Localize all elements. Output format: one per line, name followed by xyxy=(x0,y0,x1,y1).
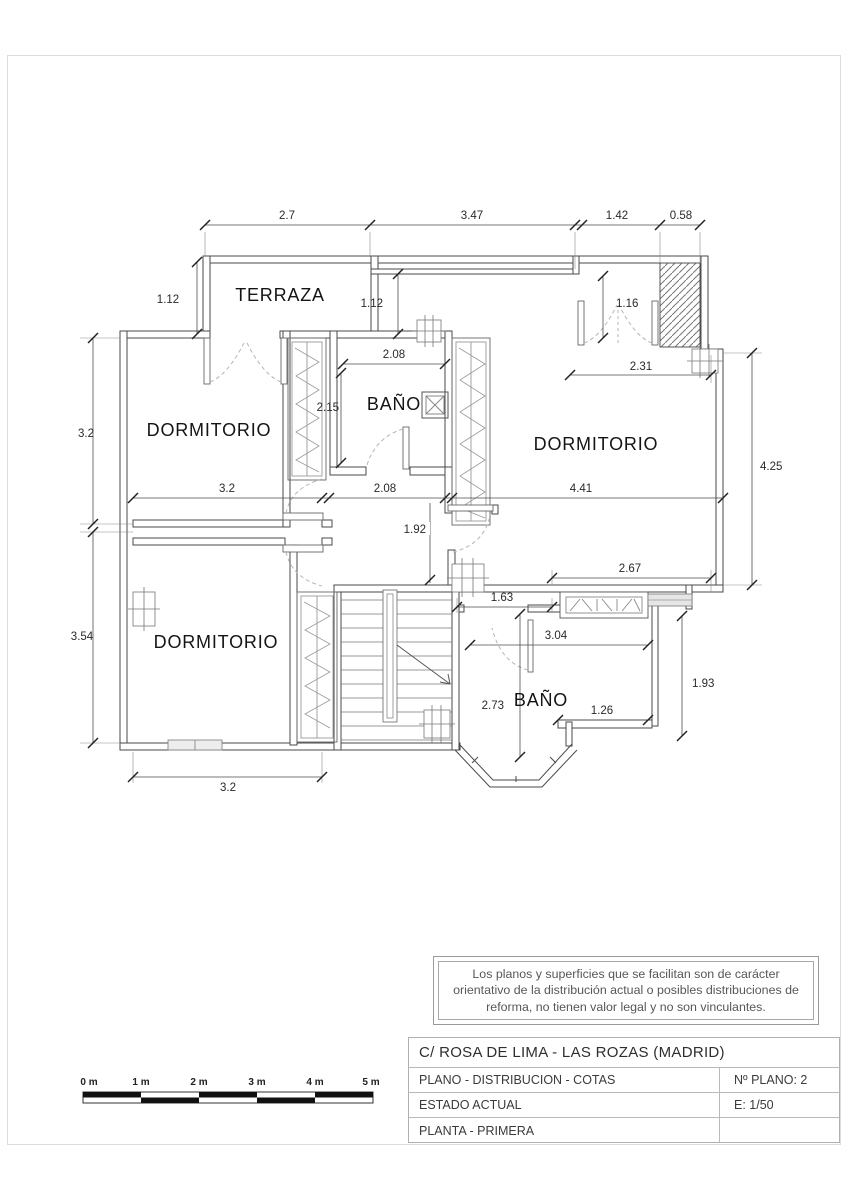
dim-left-lower: 3.54 xyxy=(71,631,94,643)
title-block-row-plano: PLANO - DISTRIBUCION - COTAS Nº PLANO: 2 xyxy=(409,1068,839,1093)
disclaimer-box: Los planos y superficies que se facilita… xyxy=(433,956,819,1025)
wardrobe-dorm2 xyxy=(451,337,491,526)
window-detail-right-wall xyxy=(687,344,723,378)
scale-label-3: 3 m xyxy=(248,1077,265,1088)
dim-bath2-right-height: 1.93 xyxy=(692,678,714,690)
wall-bay-link xyxy=(565,721,573,747)
disclaimer-text: Los planos y superficies que se facilita… xyxy=(438,961,814,1020)
hatched-wall-block xyxy=(659,262,701,348)
planta-label: PLANTA - PRIMERA xyxy=(409,1118,720,1143)
dim-mid-right: 4.41 xyxy=(570,483,592,495)
dim-lower-right-width: 2.67 xyxy=(619,563,641,575)
dim-entry-height: 1.12 xyxy=(361,298,383,310)
room-label-dormitorio-3: DORMITORIO xyxy=(154,632,279,652)
label-bg xyxy=(400,522,430,535)
title-block: C/ ROSA DE LIMA - LAS ROZAS (MADRID) PLA… xyxy=(408,1037,840,1143)
wall-party-upper-end xyxy=(321,519,333,528)
title-block-row-planta: PLANTA - PRIMERA xyxy=(409,1118,839,1143)
dim-hall-height: 1.92 xyxy=(404,524,426,536)
wall-dorm3-right xyxy=(289,544,298,746)
shower-fixture xyxy=(421,391,449,419)
dim-closet-width: 2.31 xyxy=(630,361,652,373)
wall-dorm1-right xyxy=(282,330,291,528)
planta-value-empty xyxy=(720,1118,839,1143)
dim-top-1: 2.7 xyxy=(279,210,295,222)
door-dorm2 xyxy=(447,504,494,553)
staircase xyxy=(341,589,452,741)
wall-terraza-left xyxy=(202,255,211,339)
dim-hall-width: 1.63 xyxy=(491,592,513,604)
wall-bath1-bottom-left xyxy=(329,466,367,476)
dim-mid-center: 2.08 xyxy=(374,483,396,495)
dimension-ticks xyxy=(87,219,758,783)
wall-party-lower-end xyxy=(321,537,333,546)
dim-mid-left: 3.2 xyxy=(219,483,235,495)
wall-dorm2-bottom xyxy=(451,584,724,593)
window-bottom-wall xyxy=(167,739,223,751)
dim-bath2-height: 2.73 xyxy=(482,700,504,712)
scale-label-4: 4 m xyxy=(306,1077,323,1088)
title-block-address: C/ ROSA DE LIMA - LAS ROZAS (MADRID) xyxy=(409,1038,839,1068)
door-hall-dorm3 xyxy=(282,544,324,587)
dimension-lines xyxy=(92,224,753,778)
door-bath2 xyxy=(491,619,534,673)
window-detail-hall-lower xyxy=(419,705,455,743)
extension-lines xyxy=(80,232,762,783)
room-label-bano-2: BAÑO xyxy=(514,689,568,710)
dim-bath2-window: 1.26 xyxy=(591,705,613,717)
dim-bath2-width: 3.04 xyxy=(545,630,568,642)
wall-stairs-right xyxy=(451,584,460,751)
radiator-left-wall xyxy=(128,587,160,631)
room-label-bano-1: BAÑO xyxy=(367,393,421,414)
room-label-terraza: TERRAZA xyxy=(235,285,325,305)
wall-terraza-right xyxy=(370,255,379,339)
room-label-dormitorio-1: DORMITORIO xyxy=(147,420,272,440)
wardrobe-bath1-left xyxy=(287,337,327,481)
door-terraza-double xyxy=(203,337,288,385)
dim-terraza-height: 1.12 xyxy=(157,294,179,306)
wall-left-outer xyxy=(119,330,128,751)
dim-bath1-height: 2.15 xyxy=(317,402,339,414)
wall-bath2-top-right xyxy=(527,604,563,613)
room-label-dormitorio-2: DORMITORIO xyxy=(534,434,659,454)
estado-label: ESTADO ACTUAL xyxy=(409,1093,720,1117)
bay-window xyxy=(454,743,578,788)
dim-bottom-width: 3.2 xyxy=(220,782,236,794)
dim-left-upper: 3.2 xyxy=(78,428,94,440)
dim-right-height: 4.25 xyxy=(760,461,782,473)
title-block-row-estado: ESTADO ACTUAL E: 1/50 xyxy=(409,1093,839,1118)
window-bath2-top xyxy=(559,591,649,619)
window-step-right xyxy=(647,593,693,607)
drawing-frame-border xyxy=(7,55,841,1145)
scale-label-5: 5 m xyxy=(362,1077,379,1088)
wardrobe-dorm3 xyxy=(296,591,338,743)
plano-number: Nº PLANO: 2 xyxy=(734,1073,808,1087)
plano-label: PLANO - DISTRIBUCION - COTAS xyxy=(409,1068,720,1092)
window-detail-hall xyxy=(447,558,489,597)
wall-door-jamb-top xyxy=(572,255,580,275)
window-detail-bath1-top xyxy=(412,315,446,347)
dim-top-3: 1.42 xyxy=(606,210,628,222)
dim-top-2: 3.47 xyxy=(461,210,483,222)
dim-bath1-width: 2.08 xyxy=(383,349,405,361)
scale-label-1: 1 m xyxy=(132,1077,149,1088)
scale-bar: 0 m 1 m 2 m 3 m 4 m 5 m xyxy=(80,1077,380,1104)
wall-party-lower xyxy=(132,537,286,546)
wall-top-outer xyxy=(202,255,709,264)
doors xyxy=(203,300,659,673)
escala-value: E: 1/50 xyxy=(734,1098,774,1112)
dim-door-width: 1.16 xyxy=(616,298,638,310)
dim-top-4: 0.58 xyxy=(670,210,692,222)
door-bath1 xyxy=(366,426,410,470)
wall-right-outer xyxy=(715,348,724,593)
wall-stairs-left xyxy=(333,584,342,751)
scale-label-0: 0 m xyxy=(80,1077,97,1088)
scale-label-2: 2 m xyxy=(190,1077,207,1088)
wall-right-outer-top xyxy=(700,255,709,357)
wall-party-upper xyxy=(132,519,286,528)
door-hall-dorm1 xyxy=(282,478,324,521)
wall-bath2-right xyxy=(651,601,659,727)
door-top-right-double xyxy=(577,300,659,346)
